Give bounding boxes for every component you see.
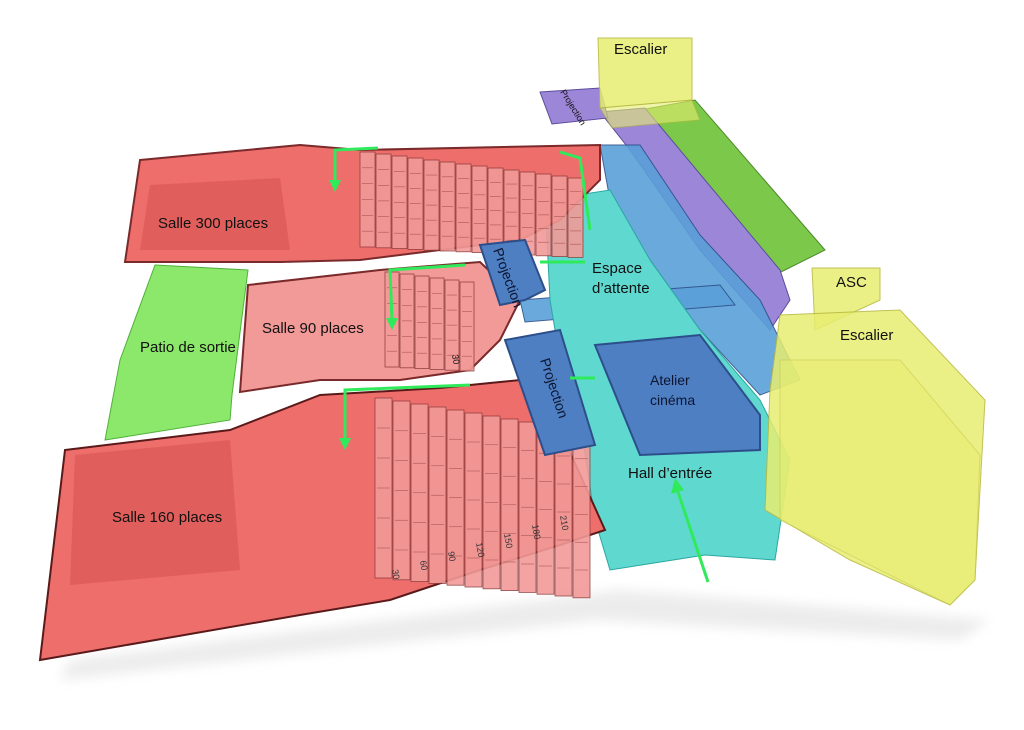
projection-room-1	[478, 238, 547, 307]
salle-160-seating	[374, 397, 591, 599]
flow-arrows	[333, 146, 710, 583]
arrowhead-hall	[671, 478, 684, 494]
label-escalier-top: Escalier	[614, 41, 667, 58]
arrowhead-salle-300	[329, 180, 341, 192]
label-asc: ASC	[836, 274, 867, 291]
label-espace-1: Espace	[592, 260, 642, 277]
arrow-hall-entry	[676, 491, 710, 583]
arrow-heads	[329, 180, 684, 494]
seat-count-label: 30	[390, 569, 402, 581]
label-atelier-2: cinéma	[650, 392, 695, 408]
arrow-salle-160	[343, 383, 471, 440]
salle-300-seating	[359, 151, 584, 258]
seat-count-label: 180	[530, 524, 542, 541]
seat-count-label: 210	[558, 515, 570, 532]
atelier-cinema-room	[593, 333, 761, 457]
salle-160-front	[70, 440, 240, 585]
projection-room-2	[503, 328, 597, 457]
label-salle-90: Salle 90 places	[262, 320, 364, 337]
arrow-salle-300	[333, 146, 379, 180]
seat-count-label: 150	[502, 533, 514, 550]
floor-shadow	[60, 590, 990, 680]
seat-count-label: 120	[474, 542, 486, 559]
label-atelier-1: Atelier	[650, 372, 690, 388]
label-salle-160: Salle 160 places	[112, 509, 222, 526]
seat-count-label: 60	[418, 560, 430, 572]
escalier-top-side	[599, 99, 701, 129]
patio-area	[104, 264, 249, 441]
salle-160-seat-numbers: 30 60 90 120 150 180 210	[390, 515, 570, 581]
label-patio: Patio de sortie	[140, 339, 236, 356]
arrow-salle-90	[388, 263, 466, 321]
arrowhead-salle-90	[386, 318, 398, 330]
label-escalier-right: Escalier	[840, 327, 893, 344]
arrow-salle-300-back	[559, 150, 592, 231]
escalier-right-face	[779, 359, 981, 606]
label-espace-2: d’attente	[592, 280, 650, 297]
label-salle-90-small: 30	[450, 354, 462, 366]
salle-300-front	[140, 178, 290, 250]
seat-count-label: 90	[446, 551, 458, 563]
label-salle-300: Salle 300 places	[158, 215, 268, 232]
arrowhead-salle-160	[339, 438, 351, 450]
label-hall: Hall d’entrée	[628, 465, 712, 482]
